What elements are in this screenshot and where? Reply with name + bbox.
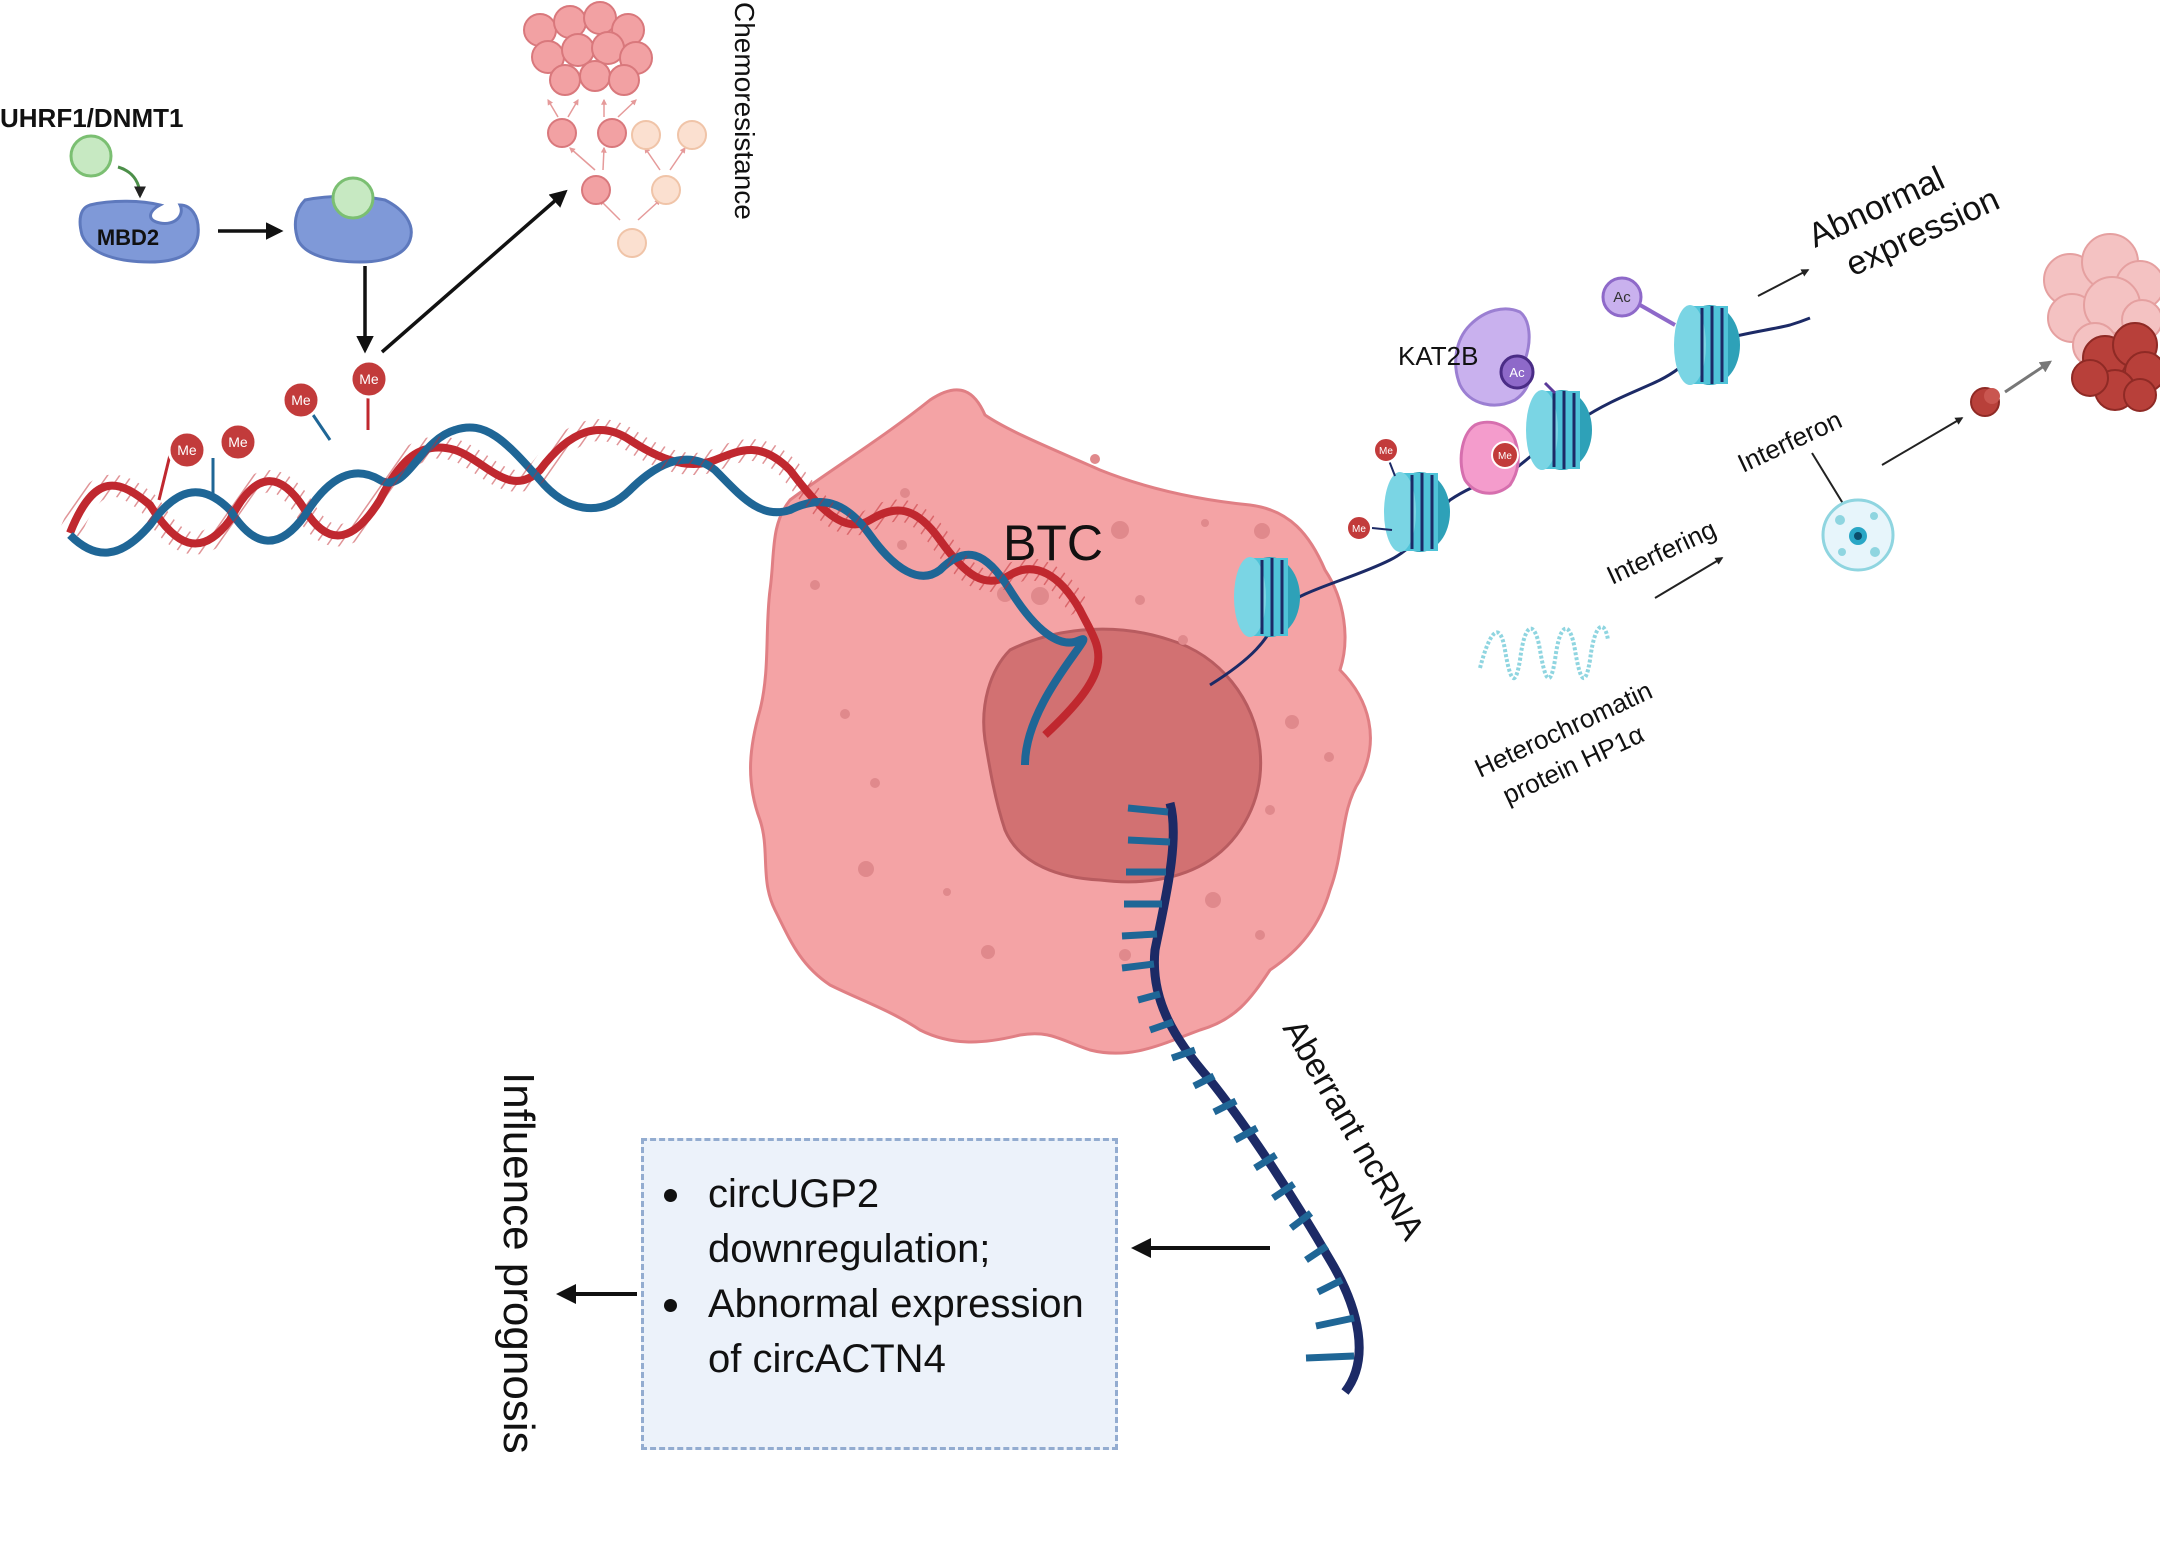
dna-methyl-tags: Me Me Me Me [157, 359, 389, 501]
histone-methyl-tag-3: Me [1491, 441, 1519, 469]
uhrf1-mbd2-complex: UHRF1/DNMT1 MBD2 [0, 103, 568, 354]
arrow-to-tumor-growth [1881, 417, 1964, 466]
svg-text:Ac: Ac [1509, 365, 1525, 380]
chemoresistance-lineage: Chemoresistance [523, 1, 760, 258]
arrow-to-chemoresistance [380, 189, 568, 354]
tumor-growth [2043, 233, 2160, 412]
hp1-interferon-pathway: Heterochromatin protein HP1α Interfering… [1470, 233, 2160, 810]
interfering-label: Interfering [1602, 514, 1721, 591]
svg-text:Me: Me [1498, 451, 1512, 462]
chemoresistance-label: Chemoresistance [729, 2, 760, 220]
interferon-cell [1821, 498, 1895, 572]
mbd2-protein [78, 199, 200, 264]
nucleosome-3 [1526, 390, 1592, 470]
arrow-to-large-tumor [2004, 360, 2052, 394]
finding-item: circUGP2 downregulation; [664, 1167, 1095, 1277]
ncrna-bases [1121, 804, 1355, 1362]
dna-rungs [59, 419, 1090, 616]
svg-text:Me: Me [177, 442, 197, 458]
pink-reader-protein [1459, 420, 1520, 495]
svg-text:Me: Me [1352, 524, 1366, 535]
kat2b-label: KAT2B [1398, 341, 1478, 371]
methyl-tag-2: Me [218, 422, 258, 462]
svg-text:Ac: Ac [1613, 289, 1631, 306]
chromatin-linker [1209, 316, 1811, 687]
tumor-cluster [523, 1, 653, 96]
nucleosome-2 [1384, 472, 1450, 552]
lineage-cells-tan [617, 120, 707, 258]
svg-text:Me: Me [228, 434, 248, 450]
binding-arrow [117, 165, 146, 199]
uhrf1-label: UHRF1/DNMT1 [0, 103, 183, 133]
uhrf1-protein [69, 134, 113, 178]
dna-helix [59, 419, 1103, 766]
methyl-tag-1: Me [167, 430, 207, 470]
influence-prognosis-label: Influence prognosis [494, 1072, 543, 1454]
findings-box: circUGP2 downregulation; Abnormal expres… [641, 1138, 1118, 1450]
nucleosome-4 [1674, 305, 1740, 385]
methyl-tag-4: Me [349, 359, 389, 399]
hp1-alpha-protein [1478, 624, 1610, 681]
nucleosome-1 [1234, 557, 1300, 637]
arrow-interfering [1654, 557, 1724, 599]
prognosis-section: Influence prognosis [494, 1072, 637, 1454]
svg-text:Me: Me [291, 392, 311, 408]
findings-list: circUGP2 downregulation; Abnormal expres… [644, 1141, 1115, 1387]
histone-methyl-tag-1: Me [1373, 437, 1399, 463]
finding-item: Abnormal expression of circACTN4 [664, 1277, 1095, 1387]
acetyl-tag: Ac [1601, 276, 1643, 318]
methyl-tag-3: Me [281, 380, 321, 420]
bound-uhrf1 [331, 176, 375, 220]
lineage-cells-red [547, 118, 627, 205]
interferon-label: Interferon [1733, 404, 1847, 478]
svg-text:Me: Me [359, 371, 379, 387]
svg-text:Me: Me [1379, 446, 1393, 457]
arrow-to-abnormal-expression [1757, 269, 1810, 297]
histone-methyl-tag-2: Me [1346, 515, 1372, 541]
kat2b-acetyl-tag: Ac [1499, 354, 1535, 390]
mbd2-label: MBD2 [97, 225, 159, 250]
small-tumor [1970, 387, 2000, 417]
